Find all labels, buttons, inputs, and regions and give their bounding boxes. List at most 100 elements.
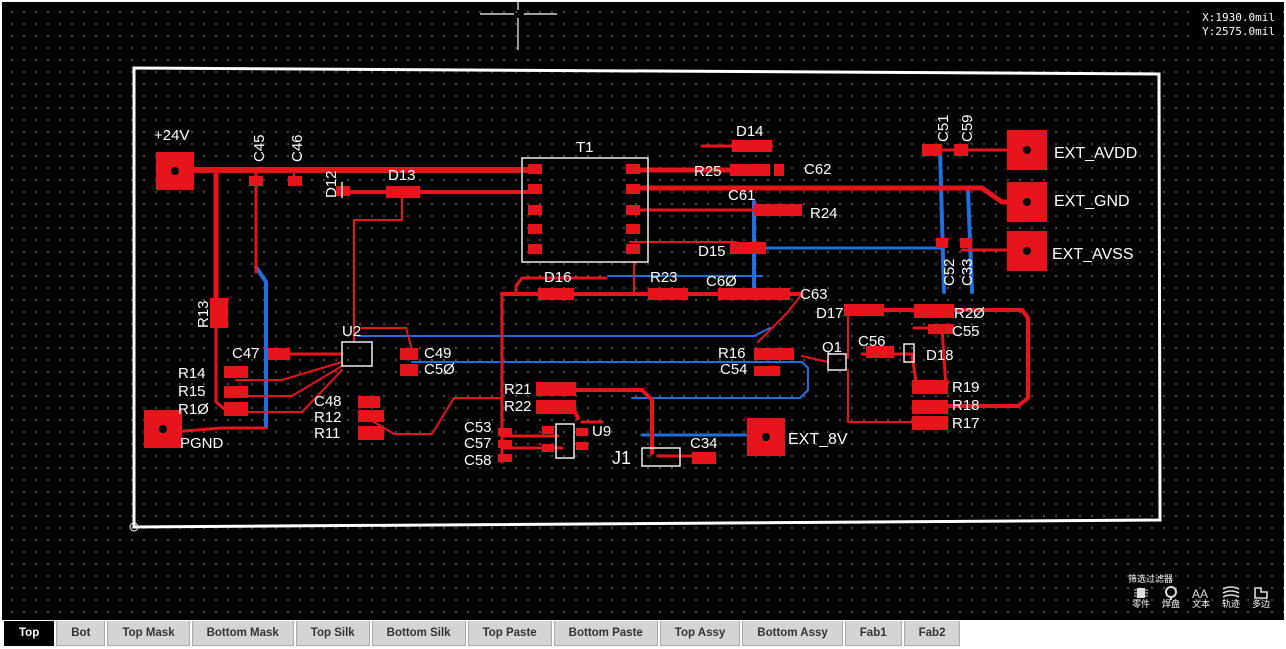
layer-tabs: Top Bot Top Mask Bottom Mask Top Silk Bo… [4,621,961,647]
d18-outline[interactable] [903,343,915,363]
label-c45: C45 [251,134,268,162]
label-u9: U9 [592,423,611,440]
tab-top-paste[interactable]: Top Paste [467,621,552,646]
origin-marker [129,522,139,532]
label-d16: D16 [544,269,572,286]
label-r13: R13 [195,300,212,328]
polygon-icon [1254,587,1268,599]
label-c60: C6Ø [706,273,737,290]
label-r19: R19 [952,379,980,396]
svg-text:AA: AA [1192,587,1208,600]
label-c54: C54 [720,361,748,378]
pcb-board-view[interactable]: T1 +24V PGND EXT_AVDD EXT_GND EXT_AVSS E… [2,2,1284,620]
label-ext-avdd: EXT_AVDD [1054,145,1137,162]
tab-bottom-mask[interactable]: Bottom Mask [191,621,294,646]
tab-top-silk[interactable]: Top Silk [295,621,370,646]
board-outline [132,66,1162,529]
label-r14: R14 [178,365,206,382]
label-d17: D17 [816,305,844,322]
label-pgnd: PGND [180,435,224,452]
label-c49: C49 [424,345,452,362]
text-icon: AA [1192,587,1208,600]
filter-panel: 筛选过滤器 零件 焊盘 AA 文本 [1128,572,1274,616]
label-r15: R15 [178,383,206,400]
tab-bottom-assy[interactable]: Bottom Assy [742,621,843,646]
label-d18: D18 [926,347,954,364]
u2-outline[interactable] [341,341,373,367]
label-c55: C55 [952,323,980,340]
label-d14: D14 [736,123,764,140]
label-c47: C47 [232,345,260,362]
filter-polygons-label: 多边 [1251,600,1270,610]
pad-holes [159,146,1031,460]
label-r17: R17 [952,415,980,432]
label-c52: C52 [941,258,958,286]
tab-bottom-silk[interactable]: Bottom Silk [371,621,466,646]
t1-outline[interactable] [521,157,649,263]
pad-icon [1165,586,1177,600]
filter-tracks-toggle[interactable]: 轨迹 [1218,586,1244,610]
chip-icon [1134,588,1148,598]
filter-text-label: 文本 [1191,600,1210,610]
tab-bottom-paste[interactable]: Bottom Paste [553,621,658,646]
filter-parts-toggle[interactable]: 零件 [1128,586,1154,610]
u9-outline[interactable] [555,423,575,459]
label-r24: R24 [810,205,838,222]
tab-top-mask[interactable]: Top Mask [107,621,190,646]
filter-panel-title: 筛选过滤器 [1128,575,1174,585]
label-c61: C61 [728,187,756,204]
label-c59: C59 [959,114,976,142]
label-c63: C63 [800,286,828,303]
tab-top[interactable]: Top [4,621,55,646]
label-c34: C34 [690,435,718,452]
label-c62: C62 [804,161,832,178]
label-r11: R11 [314,425,340,442]
label-c57: C57 [464,435,492,452]
tab-bot[interactable]: Bot [56,621,106,646]
label-c51: C51 [935,114,952,142]
cursor-coordinates: X:1930.0mil Y:2575.0mil [1199,10,1278,40]
label-r23: R23 [650,269,678,286]
q1-outline[interactable] [827,353,847,371]
label-r25: R25 [694,163,722,180]
label-u2: U2 [342,323,361,340]
label-ext-8v: EXT_8V [788,431,848,448]
tab-fab1[interactable]: Fab1 [844,621,902,646]
coord-x: X:1930.0mil [1202,11,1275,24]
label-r22: R22 [504,398,532,415]
pads[interactable] [144,130,1047,464]
filter-polygons-toggle[interactable]: 多边 [1248,586,1274,610]
label-c58: C58 [464,452,492,469]
label-d13: D13 [388,167,416,184]
label-q1: Q1 [822,339,842,356]
crosshair-cursor [480,2,557,50]
filter-text-toggle[interactable]: AA 文本 [1188,586,1214,610]
label-c33: C33 [959,258,976,286]
label-r18: R18 [952,397,980,414]
filter-pads-toggle[interactable]: 焊盘 [1158,586,1184,610]
label-ext-gnd: EXT_GND [1054,193,1130,210]
label-r21: R21 [504,381,532,398]
filter-pads-label: 焊盘 [1161,600,1180,610]
label-c56: C56 [858,333,886,350]
filter-tracks-label: 轨迹 [1221,600,1240,610]
label-r10: R1Ø [178,401,209,418]
label-c50: C5Ø [424,361,455,378]
label-d15: D15 [698,243,726,260]
label-r20: R2Ø [954,305,985,322]
j1-outline[interactable] [641,447,681,467]
label-j1: J1 [612,448,631,468]
label-r16: R16 [718,345,746,362]
tab-top-assy[interactable]: Top Assy [659,621,741,646]
track-icon [1222,586,1240,598]
top-layer-traces [170,144,1030,464]
pcb-canvas[interactable]: T1 +24V PGND EXT_AVDD EXT_GND EXT_AVSS E… [2,2,1284,620]
label-t1: T1 [576,139,594,156]
label-r12: R12 [314,409,342,426]
label-d12: D12 [323,170,340,198]
coord-y: Y:2575.0mil [1202,25,1275,38]
label-ext-avss: EXT_AVSS [1052,246,1134,263]
tab-fab2[interactable]: Fab2 [903,621,961,646]
component-labels: T1 +24V PGND EXT_AVDD EXT_GND EXT_AVSS E… [154,114,1137,469]
label-c46: C46 [289,134,306,162]
